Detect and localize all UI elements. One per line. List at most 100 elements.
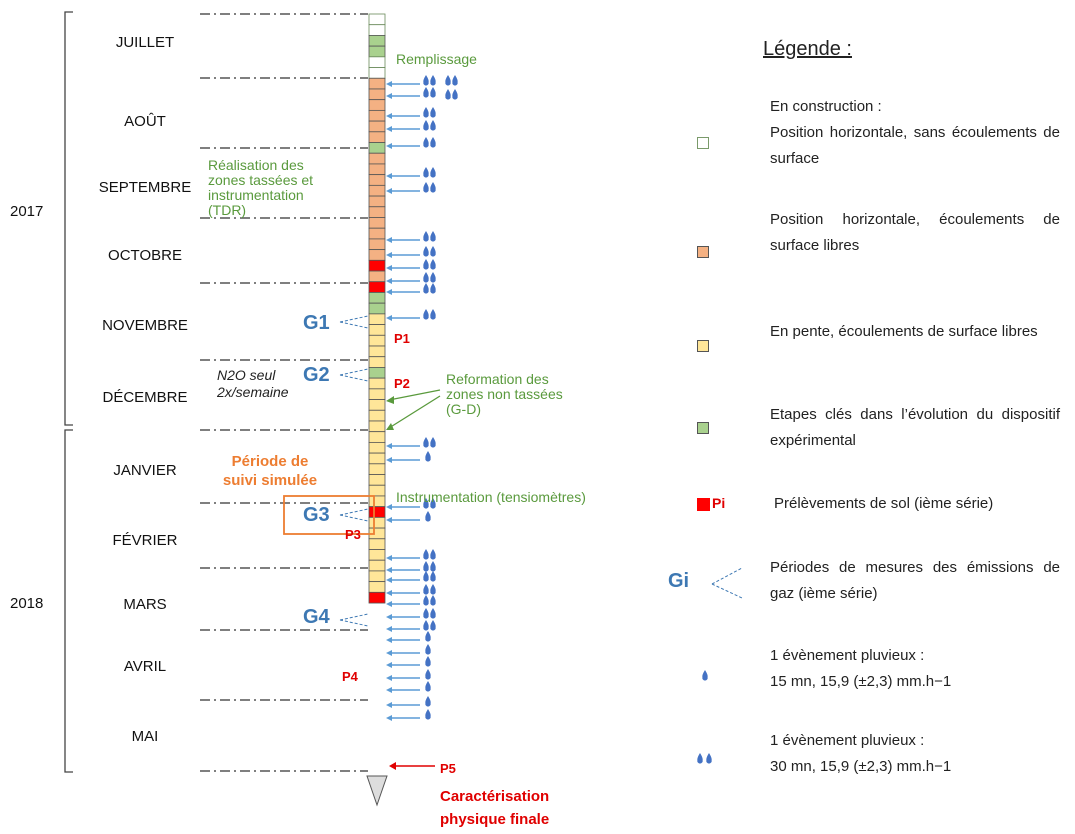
timeline-box xyxy=(368,238,386,251)
double-drop-icon xyxy=(430,561,436,572)
year-2018: 2018 xyxy=(10,595,44,612)
rain-arrowhead xyxy=(386,614,392,620)
legend-text-gi: Périodes de mesures des émissions de gaz… xyxy=(770,559,1060,602)
p1-label: P1 xyxy=(394,331,410,346)
timeline-box xyxy=(368,538,386,550)
double-drop-icon xyxy=(423,549,429,560)
legend-gi-wedge xyxy=(711,567,743,599)
year-2017: 2017 xyxy=(10,203,44,220)
p5-label: P5 xyxy=(440,761,456,776)
timeline-box xyxy=(368,206,386,218)
remplissage-label: Remplissage xyxy=(396,51,477,67)
double-drop-icon xyxy=(445,75,451,86)
legend-text-etapes: Etapes clés dans l’évolution du disposit… xyxy=(770,406,1060,449)
timeline-box xyxy=(368,334,386,347)
double-drop-icon xyxy=(430,259,436,270)
timeline-box xyxy=(368,367,386,379)
rain-arrowhead xyxy=(386,567,392,573)
rain-arrowhead xyxy=(386,237,392,243)
double-drop-icon xyxy=(423,437,429,448)
double-drop-icon xyxy=(430,283,436,294)
timeline-box xyxy=(368,152,386,165)
double-drop-icon xyxy=(423,620,429,631)
rain-arrowhead xyxy=(386,662,392,668)
month-octobre: OCTOBRE xyxy=(108,247,182,264)
month-fevrier: FÉVRIER xyxy=(112,532,178,549)
double-drop-icon xyxy=(423,246,429,257)
rain-arrowhead xyxy=(386,715,392,721)
timeline-box xyxy=(368,549,386,561)
rain-arrowhead xyxy=(386,126,392,132)
p4-label: P4 xyxy=(342,669,358,684)
timeline-box xyxy=(368,120,386,133)
g3-wedge xyxy=(339,508,369,522)
single-drop-icon xyxy=(425,511,431,522)
double-drop-icon xyxy=(423,571,429,582)
realisation-label: Réalisation des zones tassées et instrum… xyxy=(208,157,314,218)
instrumentation-label: Instrumentation (tensiomètres) xyxy=(396,489,586,505)
timeline-box xyxy=(368,463,386,475)
double-drop-icon xyxy=(423,584,429,595)
double-drop-icon xyxy=(430,120,436,131)
timeline-box xyxy=(368,570,386,583)
reformation-arrow xyxy=(388,389,441,401)
double-drop-icon xyxy=(430,246,436,257)
timeline-box xyxy=(368,388,386,400)
timeline-box xyxy=(368,420,386,433)
double-drop-icon xyxy=(423,498,429,509)
double-drop-icon xyxy=(430,75,436,86)
rain-arrowhead xyxy=(386,93,392,99)
timeline-box xyxy=(368,217,386,229)
double-drop-icon xyxy=(423,561,429,572)
double-drop-icon xyxy=(423,87,429,98)
rain-arrowhead xyxy=(386,601,392,607)
double-drop-icon xyxy=(423,608,429,619)
n2o-label: N2O seul 2x/semaine xyxy=(217,367,289,400)
timeline-box xyxy=(368,506,386,518)
single-drop-icon xyxy=(425,669,431,680)
timeline-box xyxy=(368,484,386,497)
double-drop-icon xyxy=(430,167,436,178)
reformation-label: Reformation des zones non tassées (G-D) xyxy=(446,371,563,417)
timeline-box xyxy=(368,77,386,90)
double-drop-icon xyxy=(430,437,436,448)
rain-arrowhead xyxy=(386,173,392,179)
month-decembre: DÉCEMBRE xyxy=(102,389,188,406)
timeline-box xyxy=(368,441,386,454)
legend-swatch-horizontal xyxy=(697,246,709,258)
g1-wedge xyxy=(339,315,369,329)
timeline-end-arrow xyxy=(366,775,388,807)
single-drop-icon xyxy=(425,644,431,655)
double-drop-icon xyxy=(423,283,429,294)
rain-arrowhead xyxy=(386,626,392,632)
legend-swatch-etapes xyxy=(697,422,709,434)
double-drop-icon xyxy=(430,182,436,193)
g2-label: G2 xyxy=(303,364,330,386)
reformation-arrowhead xyxy=(386,423,394,430)
timeline-box xyxy=(368,474,386,486)
double-drop-icon xyxy=(430,107,436,118)
rain-arrowhead xyxy=(386,289,392,295)
legend-text-pente: En pente, écoulements de surface libres xyxy=(770,323,1038,340)
legend-double-drop-icon xyxy=(697,753,703,764)
rain-arrowhead xyxy=(386,555,392,561)
timeline-box xyxy=(368,88,386,101)
final-label: Caractérisation physique finale xyxy=(440,788,550,828)
timeline-box xyxy=(368,516,386,529)
rain-arrowhead xyxy=(386,687,392,693)
timeline-box xyxy=(368,281,386,293)
timeline-box xyxy=(368,581,386,593)
single-drop-icon xyxy=(425,451,431,462)
legend-text-pi: Prélèvements de sol (ième série) xyxy=(774,495,994,512)
double-drop-icon xyxy=(423,120,429,131)
periode-box xyxy=(283,495,375,535)
p5-arrowhead xyxy=(389,762,396,770)
timeline-box xyxy=(368,13,386,26)
timeline-box xyxy=(368,142,386,154)
timeline-box xyxy=(368,270,386,283)
g4-label: G4 xyxy=(303,606,330,628)
month-aout: AOÛT xyxy=(124,113,166,130)
double-drop-icon xyxy=(430,498,436,509)
single-drop-icon xyxy=(425,709,431,720)
timeline-box xyxy=(368,431,386,443)
